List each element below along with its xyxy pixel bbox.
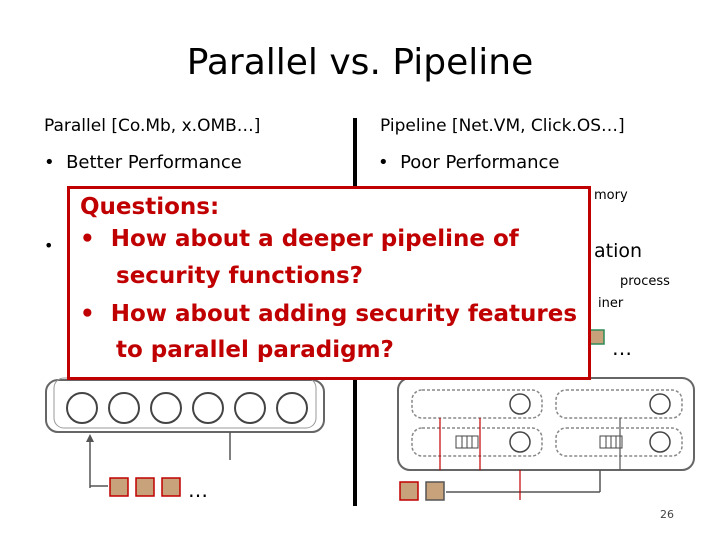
right-partial-text-1: mory [594,188,628,203]
left-bullet-1: • Better Performance [44,152,242,173]
packet-right-2 [425,481,445,501]
packet-right-1 [399,481,419,501]
callout-question-2: • How about adding security features [80,301,578,327]
left-column-heading: Parallel [Co.Mb, x.OMB…] [44,116,261,136]
page-number: 26 [660,508,674,521]
callout-heading: Questions: [80,194,220,220]
pipeline-node-1 [509,393,531,415]
pipeline-stage-4 [555,427,683,457]
pipeline-node-3 [509,431,531,453]
parallel-node-4 [192,392,224,424]
right-column-heading: Pipeline [Net.VM, Click.OS…] [380,116,625,136]
packet-left-2 [135,477,155,497]
questions-callout: Questions: • How about a deeper pipeline… [67,186,591,380]
parallel-input-arrowhead-1 [86,434,94,442]
right-partial-text-2: ation [594,240,643,262]
right-partial-text-4: iner [598,296,624,311]
callout-question-2-cont: to parallel paradigm? [116,337,394,363]
right-partial-text-3: process [620,274,670,289]
parallel-node-5 [234,392,266,424]
callout-question-1: • How about a deeper pipeline of [80,226,519,252]
pipeline-node-2 [649,393,671,415]
slide-title: Parallel vs. Pipeline [186,42,534,83]
parallel-node-3 [150,392,182,424]
pipeline-stage-1 [411,389,543,419]
left-partial-bullet: • [44,236,54,255]
pipeline-queue-1 [455,435,479,449]
callout-question-1-cont: security functions? [116,263,363,289]
right-ellipsis: … [612,336,632,360]
packet-left-1 [109,477,129,497]
pipeline-queue-2 [599,435,623,449]
pipeline-node-4 [649,431,671,453]
right-bullet-1: • Poor Performance [378,152,560,173]
pipeline-stage-3 [411,427,543,457]
packet-left-3 [161,477,181,497]
packet-right-3 [589,329,605,345]
left-ellipsis: … [188,478,208,502]
parallel-node-2 [108,392,140,424]
parallel-node-1 [66,392,98,424]
parallel-node-6 [276,392,308,424]
pipeline-stage-2 [555,389,683,419]
